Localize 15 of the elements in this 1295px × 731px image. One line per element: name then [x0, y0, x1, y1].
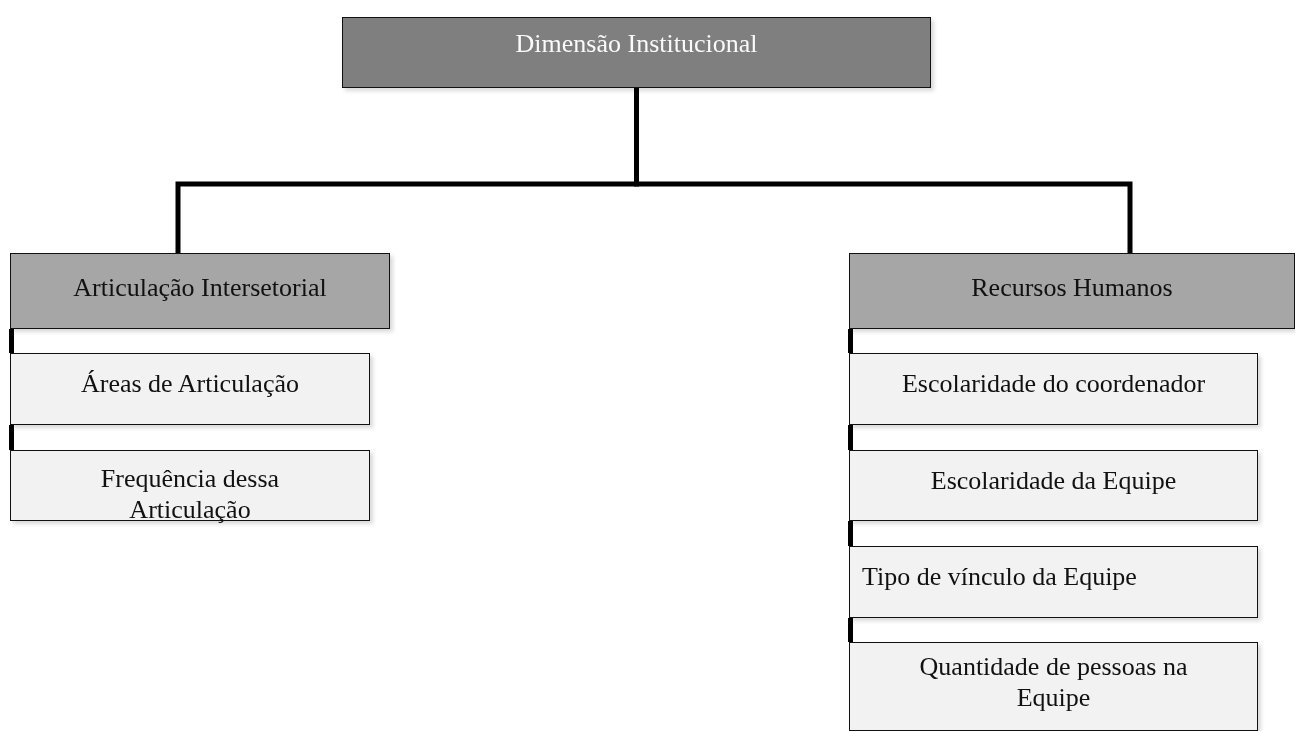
item-box: Escolaridade do coordenador [849, 353, 1258, 425]
connector-line [9, 425, 14, 450]
connector-line [848, 521, 853, 546]
item-box: Quantidade de pessoas na Equipe [849, 642, 1258, 731]
connector-line [9, 329, 14, 353]
connector-line [848, 329, 853, 353]
connector-line [848, 618, 853, 642]
connector-line [848, 425, 853, 450]
item-box: Frequência dessa Articulação [10, 450, 370, 521]
item-box: Tipo de vínculo da Equipe [849, 546, 1258, 618]
item-box: Escolaridade da Equipe [849, 450, 1258, 521]
item-box: Áreas de Articulação [10, 353, 370, 425]
category-box: Recursos Humanos [849, 253, 1295, 329]
root-box: Dimensão Institucional [342, 17, 931, 88]
category-box: Articulação Intersetorial [10, 253, 390, 329]
